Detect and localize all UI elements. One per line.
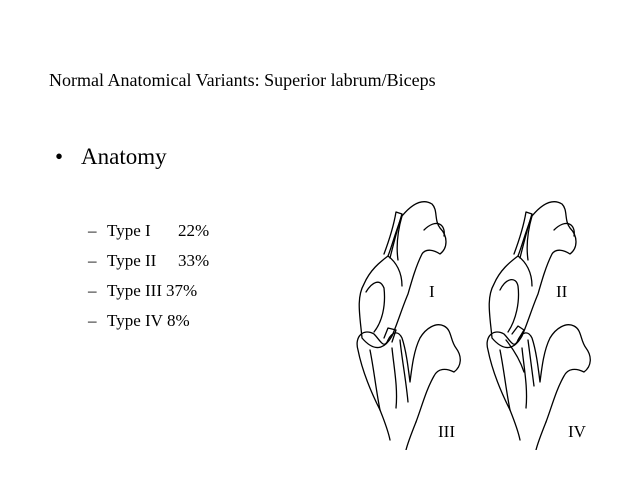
dash-marker: – <box>88 311 97 330</box>
bullet-marker: • <box>55 144 64 169</box>
type-percent: 22% <box>178 221 210 240</box>
figure-label-type-4: IV <box>568 422 586 441</box>
figure-label-type-2: II <box>556 282 568 301</box>
panel-type-4 <box>486 324 591 451</box>
figure-label-type-1: I <box>429 282 435 301</box>
panel-type-2 <box>488 201 577 411</box>
type-percent: 37% <box>165 281 198 300</box>
dash-marker: – <box>88 221 97 240</box>
dash-marker: – <box>88 251 97 270</box>
slide-title: Normal Anatomical Variants: Superior lab… <box>49 70 436 90</box>
list-item-type-2: –Type II 33% <box>88 248 209 278</box>
type-name: Type III <box>107 281 162 300</box>
type-percent: 8% <box>166 311 190 330</box>
list-item-type-1: –Type I 22% <box>88 218 209 248</box>
type-name: Type IV <box>107 311 163 330</box>
bullet-anatomy: • Anatomy <box>55 144 167 170</box>
panel-type-1 <box>358 201 447 411</box>
labrum-figure: I II III IV <box>330 180 630 451</box>
dash-marker: – <box>88 281 97 300</box>
type-name: Type I <box>107 221 151 240</box>
panel-type-3 <box>356 324 461 451</box>
type-percent: 33% <box>178 251 210 270</box>
labrum-illustration <box>356 201 591 451</box>
figure-label-type-3: III <box>438 422 455 441</box>
bullet-label: Anatomy <box>81 144 167 169</box>
type-name: Type II <box>107 251 157 270</box>
